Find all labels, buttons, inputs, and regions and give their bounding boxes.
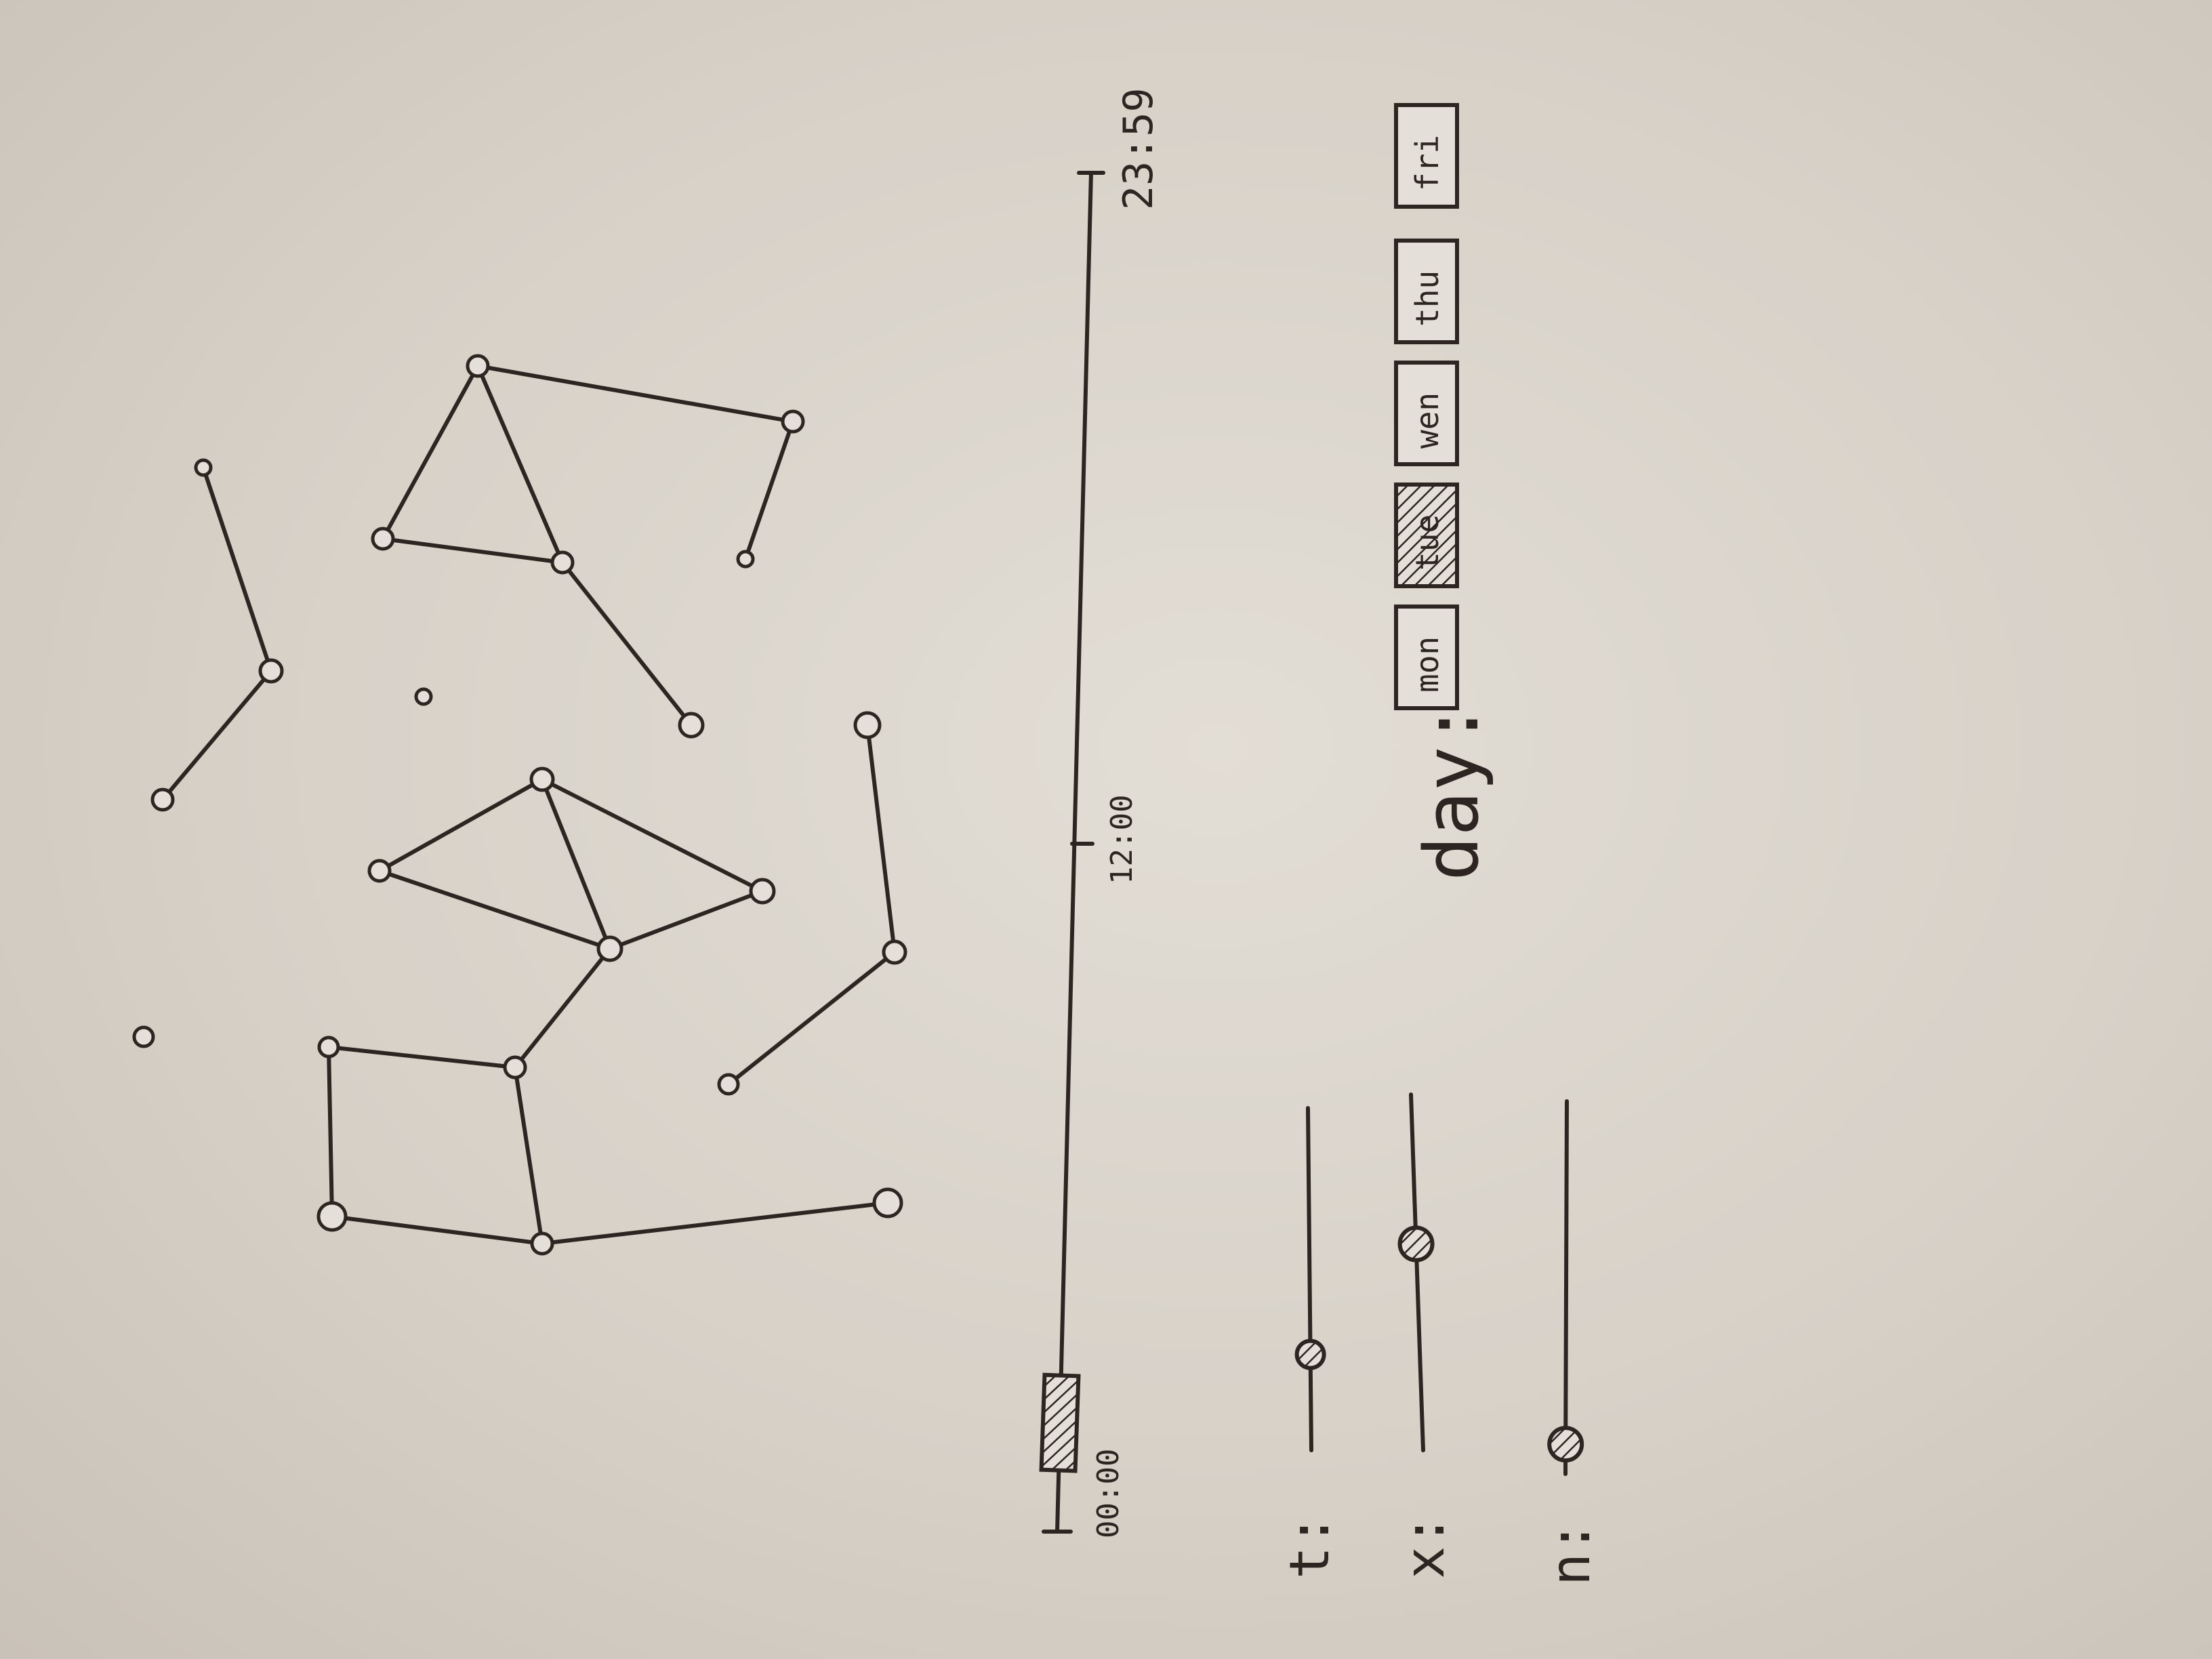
day-selector-label: day: [1408, 701, 1495, 881]
graph-edge [381, 364, 480, 541]
graph-node[interactable] [414, 687, 433, 706]
graph-node[interactable] [317, 1036, 340, 1059]
day-button-thu[interactable]: thu [1394, 239, 1459, 344]
graph-edge [476, 364, 565, 565]
graph-node[interactable] [194, 458, 213, 477]
day-button-box[interactable] [1394, 361, 1459, 466]
slider-x-track[interactable] [1409, 1092, 1425, 1452]
graph-edge [377, 869, 612, 951]
timeline-mid-label: 12:00 [1105, 795, 1139, 884]
graph-edge [161, 669, 273, 802]
slider-t-label: t: [1278, 1514, 1341, 1579]
slider-n-label: n: [1539, 1521, 1602, 1586]
graph-node[interactable] [529, 766, 555, 792]
day-button-box[interactable] [1394, 483, 1459, 588]
graph-edge [540, 777, 764, 893]
graph-edge [201, 466, 273, 673]
graph-node[interactable] [853, 711, 882, 739]
day-button-box[interactable] [1394, 605, 1459, 710]
graph-edge [865, 723, 897, 954]
day-button-label: fri [1409, 135, 1446, 191]
slider-t-knob[interactable] [1294, 1338, 1326, 1370]
graph-edge [327, 1045, 334, 1218]
day-selector: day: mon tue wen thu fri [1394, 103, 1495, 881]
slider-x[interactable]: x: [1393, 1092, 1456, 1579]
graph-nodes [132, 354, 907, 1256]
day-button-wen[interactable]: wen [1394, 361, 1459, 466]
day-button-label: thu [1409, 270, 1446, 327]
graph-node[interactable] [678, 712, 705, 739]
day-button-label: mon [1409, 636, 1446, 693]
graph-node[interactable] [749, 878, 776, 905]
slider-x-knob[interactable] [1397, 1225, 1435, 1263]
timeline-track[interactable] [1055, 171, 1093, 1534]
graph-node[interactable] [367, 859, 392, 883]
timeline-handle[interactable] [1039, 1372, 1081, 1473]
slider-n[interactable]: n: [1539, 1099, 1602, 1586]
graph-edge [476, 364, 795, 424]
slider-t[interactable]: t: [1278, 1106, 1341, 1579]
graph-edge [743, 419, 795, 561]
graph-node[interactable] [316, 1201, 348, 1232]
graph-node[interactable] [371, 527, 395, 551]
graph-edge [513, 1065, 544, 1246]
day-button-mon[interactable]: mon [1394, 605, 1459, 710]
graph-edge [560, 560, 693, 727]
timeline-start-label: 00:00 [1091, 1449, 1126, 1538]
graph-edge [726, 950, 897, 1086]
graph-node[interactable] [882, 939, 907, 965]
day-button-box[interactable] [1394, 239, 1459, 344]
graph-node[interactable] [530, 1231, 554, 1256]
day-button-fri[interactable]: fri [1394, 103, 1459, 209]
graph-edge [513, 947, 612, 1069]
graph-edge [540, 777, 612, 951]
graph-node[interactable] [150, 787, 175, 812]
graph-edge [327, 1045, 517, 1069]
graph-edge [381, 537, 565, 565]
network-graph [132, 354, 907, 1256]
timeline-end-label: 23:59 [1115, 87, 1162, 210]
graph-node[interactable] [550, 550, 575, 575]
graph-edge [608, 889, 764, 951]
graph-node[interactable] [872, 1187, 903, 1218]
slider-n-knob[interactable] [1547, 1426, 1584, 1462]
graph-node[interactable] [132, 1025, 155, 1048]
graph-node[interactable] [781, 409, 805, 434]
day-button-tue[interactable]: tue [1394, 483, 1459, 588]
slider-x-label: x: [1393, 1514, 1456, 1579]
graph-node[interactable] [466, 354, 490, 378]
graph-edges [161, 364, 897, 1246]
graph-node[interactable] [596, 935, 623, 962]
graph-node[interactable] [736, 550, 755, 569]
day-button-box[interactable] [1394, 103, 1459, 209]
timeline-slider[interactable]: 00:00 12:00 23:59 [1039, 87, 1162, 1538]
graph-node[interactable] [503, 1055, 527, 1080]
slider-t-track[interactable] [1306, 1106, 1313, 1452]
day-buttons: mon tue wen thu fri [1394, 103, 1459, 710]
parameter-sliders: t: x: n: [1278, 1092, 1602, 1586]
graph-edge [330, 1214, 544, 1246]
graph-edge [377, 777, 544, 873]
day-button-label: wen [1409, 392, 1446, 449]
graph-node[interactable] [258, 658, 284, 684]
graph-node[interactable] [717, 1073, 740, 1096]
day-button-label: tue [1409, 514, 1446, 571]
slider-n-track[interactable] [1563, 1099, 1569, 1476]
graph-edge [540, 1201, 890, 1246]
